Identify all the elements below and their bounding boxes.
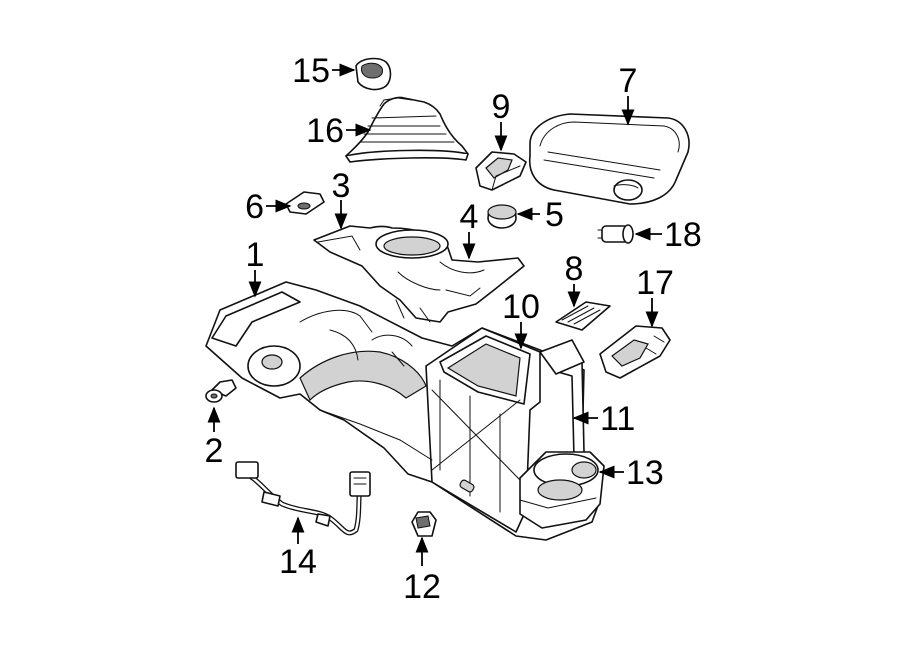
callout-label-4: 4 — [460, 198, 479, 236]
callout-label-1: 1 — [246, 236, 265, 274]
callout-label-17: 17 — [636, 264, 674, 302]
power-socket-part — [597, 224, 634, 244]
insert-part — [555, 301, 611, 331]
callout-label-16: 16 — [306, 112, 344, 150]
callout-label-12: 12 — [403, 568, 441, 606]
callouts: 1 2 3 4 5 6 7 8 9 10 11 12 13 — [205, 52, 702, 606]
callout-label-10: 10 — [502, 288, 540, 326]
callout-label-15: 15 — [292, 52, 330, 90]
callout-label-8: 8 — [565, 250, 584, 288]
bracket-part — [475, 151, 527, 191]
switch-module-part — [599, 325, 671, 379]
callout-label-14: 14 — [279, 543, 317, 581]
round-cap-part — [487, 204, 517, 229]
bolt-part — [205, 379, 237, 403]
callout-label-9: 9 — [492, 88, 511, 126]
shift-knob-part — [355, 57, 392, 91]
callout-label-6: 6 — [245, 188, 264, 226]
callout-label-3: 3 — [332, 167, 351, 205]
console-body-part — [205, 281, 605, 541]
upper-bezel-part — [313, 225, 525, 323]
callout-label-18: 18 — [664, 216, 702, 254]
callout-label-5: 5 — [545, 196, 564, 234]
armrest-lid-part — [528, 113, 690, 205]
callout-label-2: 2 — [205, 432, 224, 470]
wiring-harness-part — [235, 461, 371, 536]
callout-label-13: 13 — [626, 454, 664, 492]
clip-part — [285, 191, 325, 215]
small-clip-part — [411, 511, 437, 537]
callout-label-11: 11 — [600, 400, 635, 438]
callout-label-7: 7 — [619, 62, 638, 100]
